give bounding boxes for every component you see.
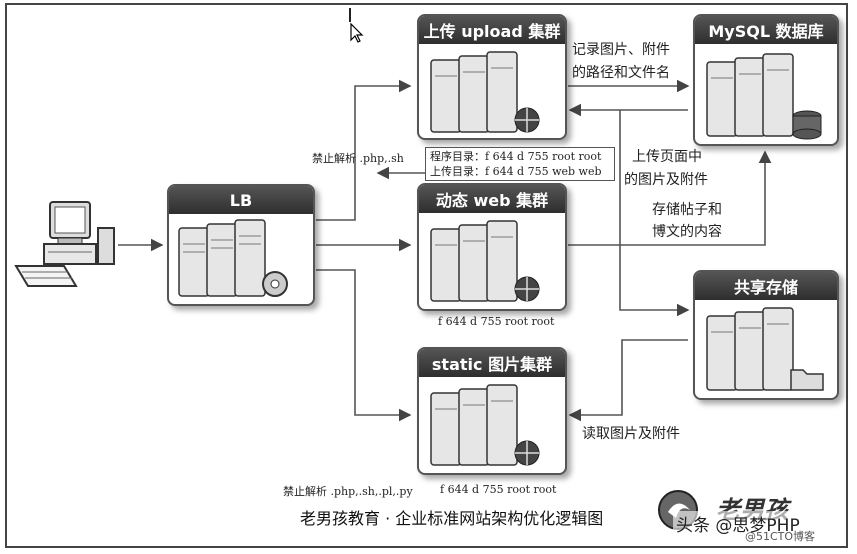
web-servers-icon [430, 220, 540, 302]
storage-servers-icon [706, 307, 824, 391]
web-cluster-title: 动态 web 集群 [419, 185, 565, 213]
mysql-node: MySQL 数据库 [693, 14, 839, 146]
client-computer-icon [14, 201, 115, 287]
arrow-storage-to-static [568, 339, 688, 422]
shared-storage-title: 共享存储 [695, 272, 837, 300]
label-perm-web: f 644 d 755 root root [438, 315, 555, 328]
static-cluster-node: static 图片集群 [417, 347, 567, 475]
label-store-2: 博文的内容 [652, 224, 722, 240]
mouse-cursor-icon [350, 22, 364, 43]
lb-title: LB [169, 186, 313, 214]
label-record-2: 的路径和文件名 [572, 65, 670, 81]
arrow-upload-to-storage [619, 110, 690, 317]
upload-servers-icon [430, 51, 540, 133]
arrow-lb-to-static [316, 269, 412, 422]
label-store-1: 存储帖子和 [652, 202, 722, 218]
cursor-text-caret [349, 8, 351, 22]
perm-upload-dir: 上传目录：f 644 d 755 web web [430, 165, 602, 178]
label-upload-2: 的图片及附件 [624, 172, 708, 188]
label-read: 读取图片及附件 [582, 426, 680, 442]
label-forbid-static: 禁止解析 .php,.sh,.pl,.py [283, 485, 413, 498]
upload-permissions-box: 程序目录：f 644 d 755 root root 上传目录：f 644 d … [425, 147, 615, 181]
upload-cluster-title: 上传 upload 集群 [419, 16, 565, 44]
arrow-lb-to-upload [316, 79, 412, 221]
arrow-web-to-mysql [568, 150, 772, 246]
watermark: 头条 @思梦PHP [673, 511, 803, 536]
upload-cluster-node: 上传 upload 集群 [417, 14, 567, 140]
label-forbid-upload: 禁止解析 .php,.sh [312, 152, 404, 165]
static-cluster-title: static 图片集群 [419, 349, 565, 377]
label-perm-static: f 644 d 755 root root [440, 483, 557, 496]
mysql-title: MySQL 数据库 [695, 16, 837, 44]
web-cluster-node: 动态 web 集群 [417, 183, 567, 311]
shared-storage-node: 共享存储 [693, 270, 839, 400]
folder-icon [790, 369, 824, 391]
label-upload-1: 上传页面中 [632, 149, 702, 165]
mysql-servers-icon [706, 53, 822, 140]
lb-servers-icon [178, 219, 288, 297]
lb-node: LB [167, 184, 315, 306]
watermark-secondary: @51CTO博客 [745, 530, 816, 543]
label-record-1: 记录图片、附件 [572, 42, 670, 58]
perm-program-dir: 程序目录：f 644 d 755 root root [430, 150, 602, 163]
static-servers-icon [430, 384, 540, 466]
diagram-caption: 老男孩教育 · 企业标准网站架构优化逻辑图 [300, 509, 604, 528]
